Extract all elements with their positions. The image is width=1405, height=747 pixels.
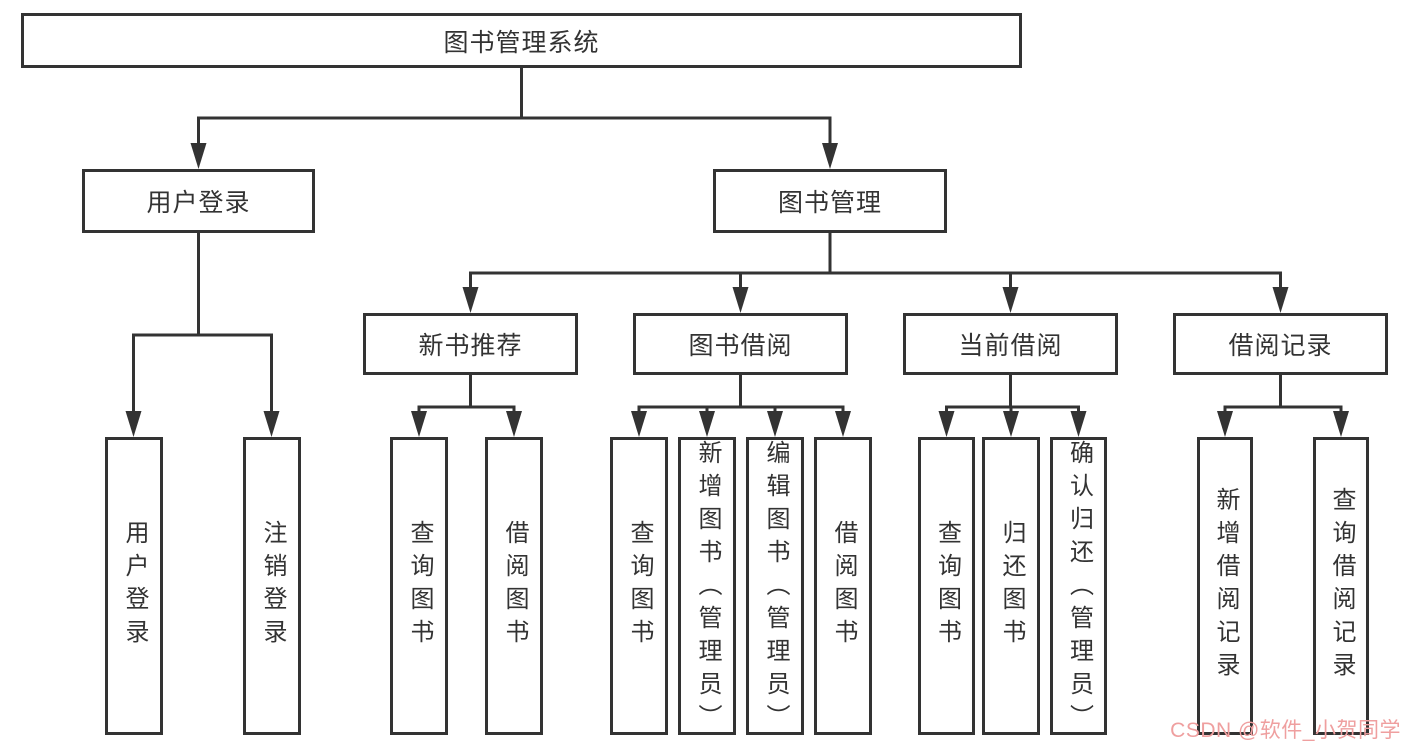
leaf-label: 归还图书 [998, 520, 1025, 652]
leaf-borrow-books-recommend: 借阅图书 [485, 437, 543, 735]
leaf-label: 新增图书（管理员） [694, 440, 721, 737]
node-label: 图书管理 [777, 189, 882, 217]
arrowhead-icon [1070, 411, 1087, 437]
leaf-label: 查询图书 [626, 520, 653, 652]
node-library-management-system: 图书管理系统 [21, 13, 1022, 68]
leaf-label: 用户登录 [121, 520, 148, 652]
leaf-label: 查询图书 [933, 520, 961, 652]
node-label: 图书管理系统 [443, 28, 600, 57]
node-label: 图书借阅 [688, 332, 793, 360]
node-user-login: 用户登录 [82, 169, 315, 233]
node-label: 当前借阅 [958, 332, 1063, 360]
connector-user-login-to-leaves [125, 231, 280, 437]
arrowhead-icon [1217, 411, 1233, 437]
arrowhead-icon [462, 287, 479, 313]
arrowhead-icon [1333, 411, 1349, 437]
arrowhead-icon [125, 411, 142, 437]
arrowhead-icon [835, 411, 851, 437]
leaf-logout: 注销登录 [243, 437, 301, 735]
node-label: 借阅记录 [1228, 332, 1333, 360]
node-label: 用户登录 [146, 189, 251, 217]
leaf-query-books-recommend: 查询图书 [390, 437, 448, 735]
arrowhead-icon [190, 143, 207, 169]
leaf-label: 注销登录 [259, 520, 286, 652]
arrowhead-icon [1272, 287, 1289, 313]
leaf-label: 新增借阅记录 [1212, 487, 1239, 685]
arrowhead-icon [506, 411, 522, 437]
leaf-confirm-return-admin: 确认归还（管理员） [1050, 437, 1107, 737]
arrowhead-icon [1002, 287, 1019, 313]
arrowhead-icon [938, 411, 955, 437]
connector-records-to-leaves [1217, 373, 1349, 437]
arrowhead-icon [263, 411, 280, 437]
arrowhead-icon [699, 411, 715, 437]
connector-current-to-leaves [938, 373, 1087, 437]
node-new-book-recommendation: 新书推荐 [363, 313, 578, 375]
leaf-user-login: 用户登录 [105, 437, 163, 735]
arrowhead-icon [1003, 411, 1019, 437]
leaf-query-books-current: 查询图书 [918, 437, 975, 735]
csdn-watermark: CSDN @软件_小贺同学 [1170, 719, 1401, 742]
leaf-label: 编辑图书（管理员） [762, 440, 789, 737]
leaf-borrow-books: 借阅图书 [814, 437, 872, 735]
leaf-add-borrow-record: 新增借阅记录 [1197, 437, 1253, 735]
leaf-query-books-borrowing: 查询图书 [610, 437, 668, 735]
leaf-label: 借阅图书 [830, 520, 857, 652]
connector-book-management-to-level2 [462, 231, 1289, 313]
node-borrowing-records: 借阅记录 [1173, 313, 1388, 375]
leaf-return-books: 归还图书 [982, 437, 1040, 735]
arrowhead-icon [767, 411, 783, 437]
arrowhead-icon [631, 411, 647, 437]
leaf-query-borrow-record: 查询借阅记录 [1313, 437, 1369, 735]
leaf-label: 借阅图书 [501, 520, 528, 652]
node-label: 新书推荐 [418, 332, 523, 360]
leaf-edit-books-admin: 编辑图书（管理员） [746, 437, 804, 737]
connector-root-to-level1 [190, 66, 838, 169]
leaf-add-books-admin: 新增图书（管理员） [678, 437, 736, 737]
connector-new-book-to-leaves [411, 373, 522, 437]
node-book-management: 图书管理 [713, 169, 947, 233]
leaf-label: 确认归还（管理员） [1065, 440, 1093, 737]
node-book-borrowing: 图书借阅 [633, 313, 848, 375]
node-current-borrowing: 当前借阅 [903, 313, 1118, 375]
arrowhead-icon [411, 411, 427, 437]
arrowhead-icon [732, 287, 749, 313]
arrowhead-icon [822, 143, 838, 169]
connector-borrowing-to-leaves [631, 373, 851, 437]
leaf-label: 查询图书 [406, 520, 433, 652]
leaf-label: 查询借阅记录 [1328, 487, 1355, 685]
